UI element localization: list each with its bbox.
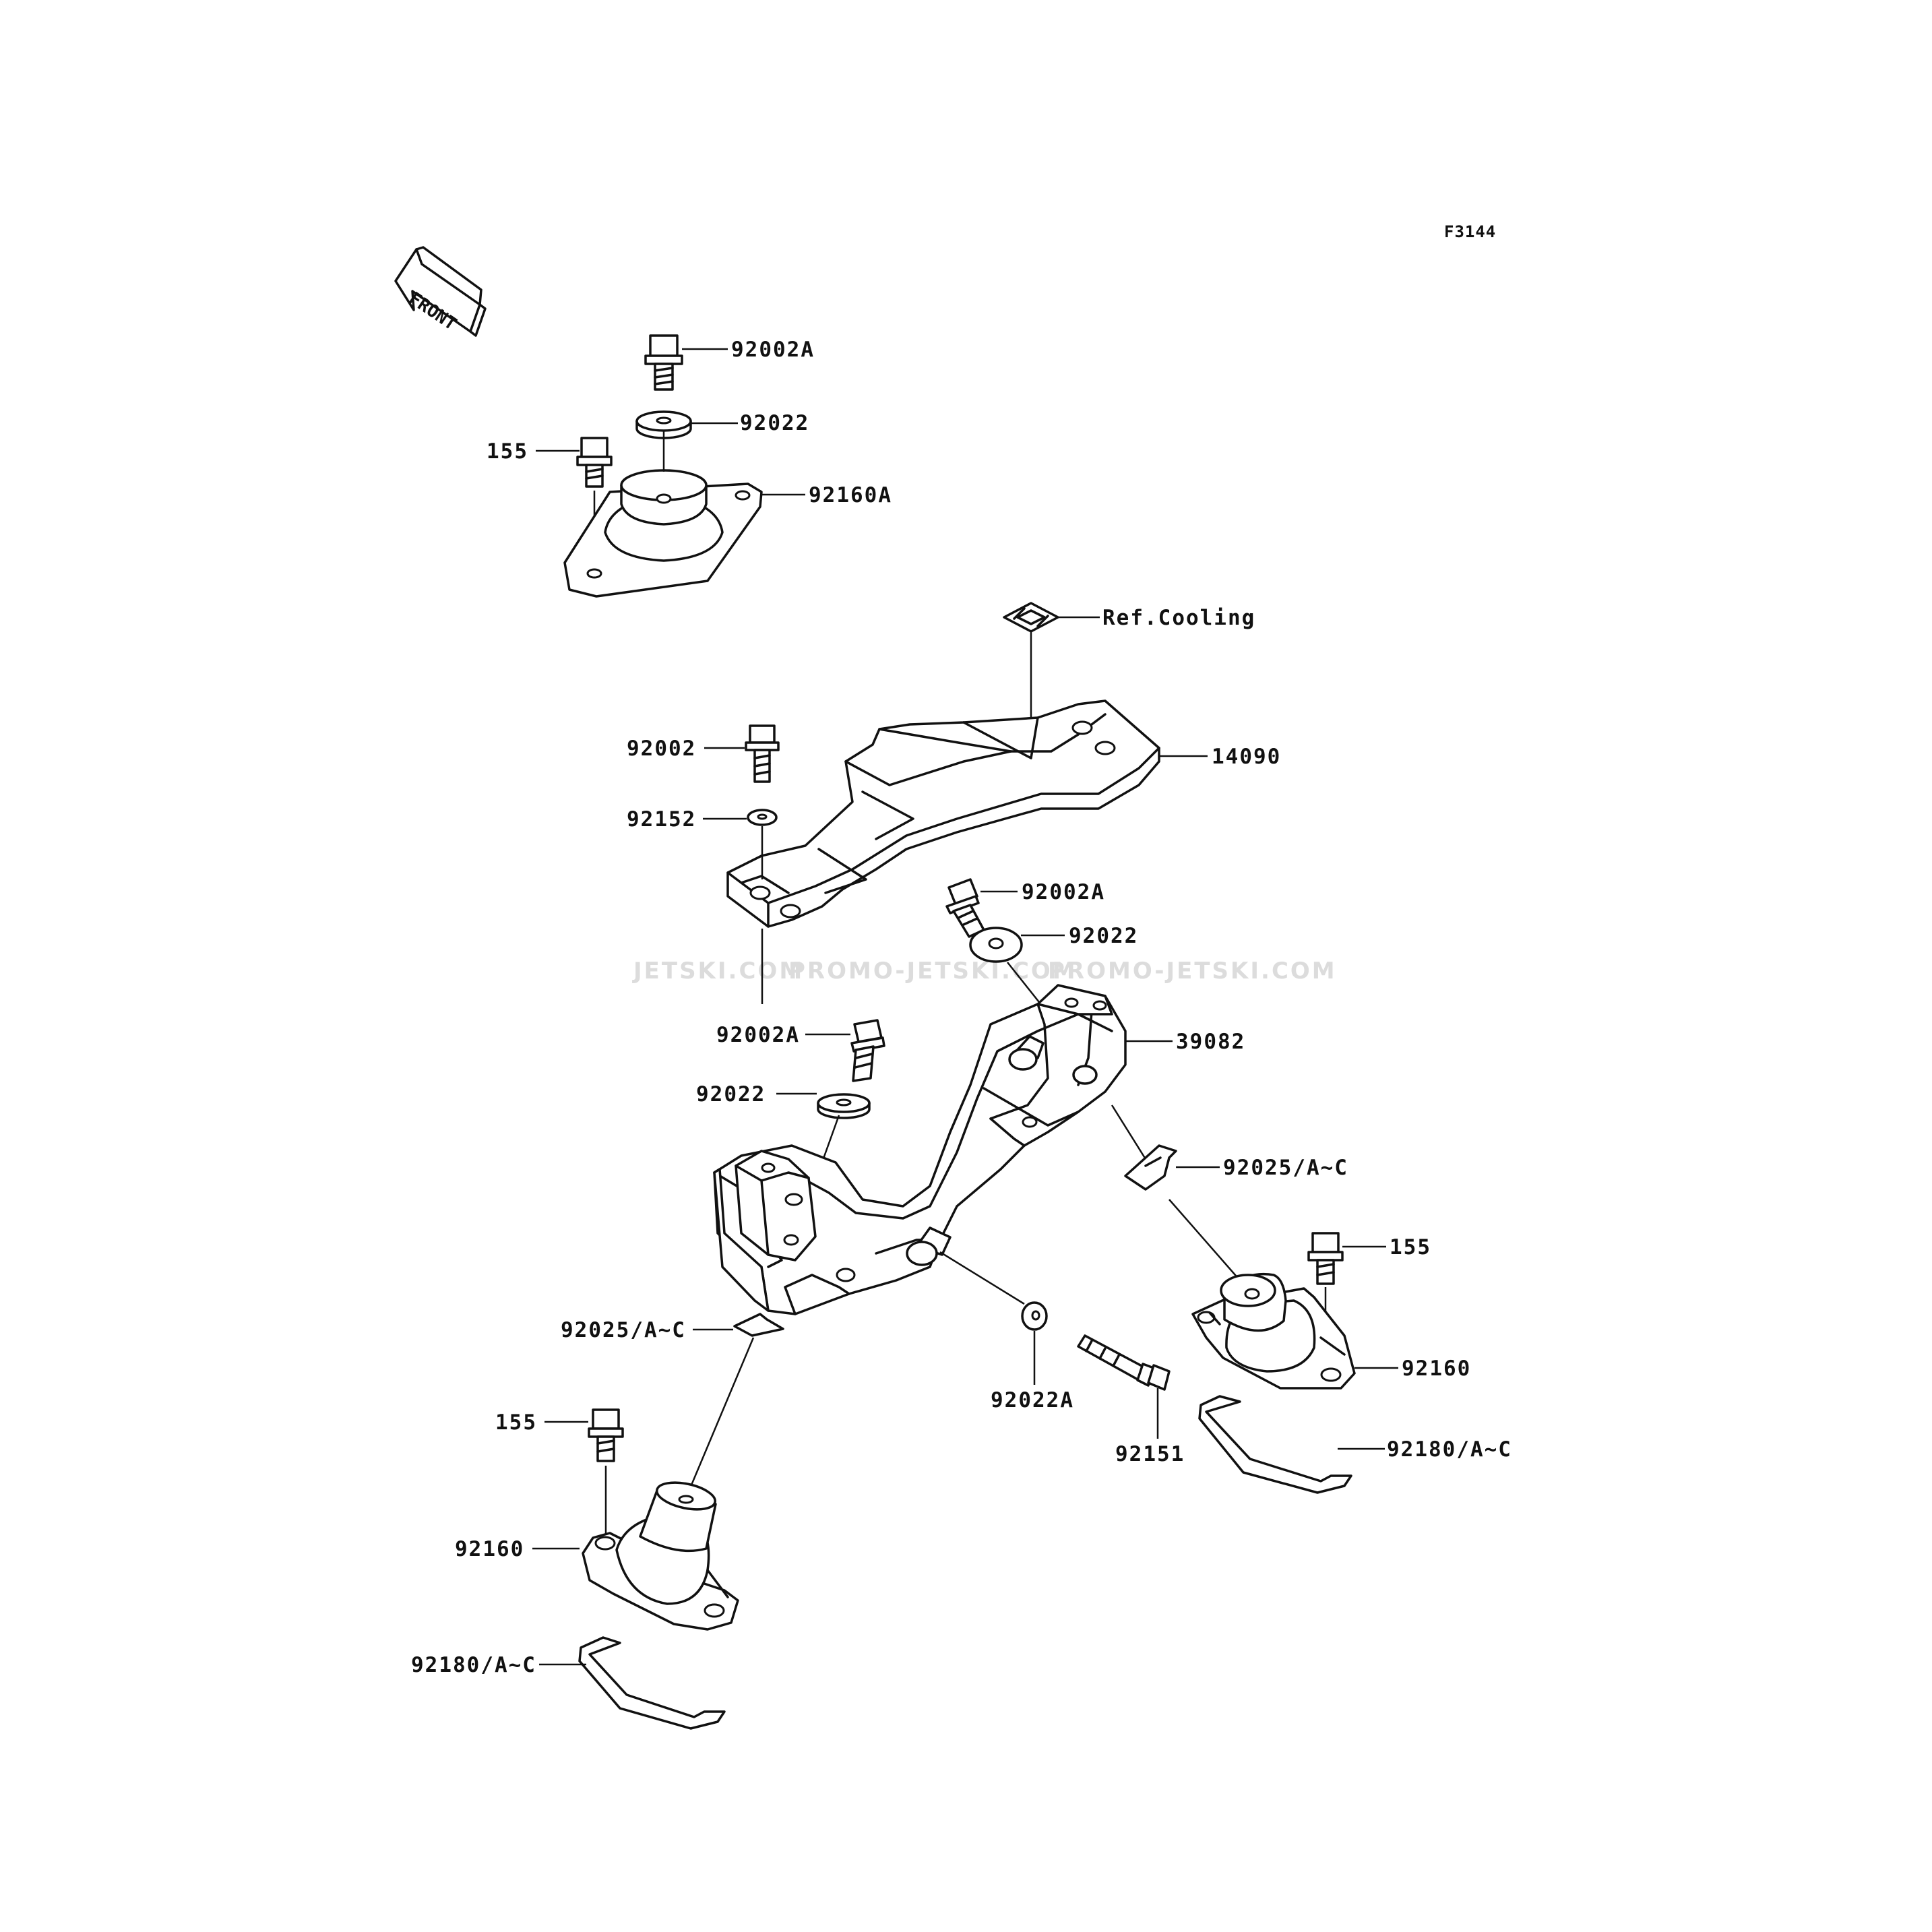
callout-92022-top: 92022 xyxy=(740,411,809,435)
callout-39082: 39082 xyxy=(1176,1030,1245,1054)
plate-92180-right xyxy=(1198,1395,1352,1494)
watermark-3: PROMO-JETSKI.COM xyxy=(1048,958,1337,985)
washer-92152 xyxy=(747,809,778,826)
callout-92022-mid-right: 92022 xyxy=(1069,924,1138,948)
callout-92022-mid-left: 92022 xyxy=(696,1082,766,1107)
bolt-92002a-top xyxy=(644,334,683,391)
washer-92022-mid-left xyxy=(817,1093,871,1119)
washer-92022a xyxy=(1021,1301,1048,1331)
bracket-39082 xyxy=(713,984,1127,1315)
shim-92025-left xyxy=(733,1313,784,1337)
callout-155-top: 155 xyxy=(487,439,528,464)
callout-92160-right: 92160 xyxy=(1402,1357,1471,1381)
bolt-155-left xyxy=(588,1408,624,1462)
callout-ref-cooling: Ref.Cooling xyxy=(1102,606,1255,630)
callout-92025-left: 92025/A~C xyxy=(561,1318,686,1342)
bolt-92002a-mid-right xyxy=(945,878,985,938)
watermark-1: JETSKI.COM xyxy=(632,958,804,985)
front-arrow-icon: FRONT xyxy=(394,246,487,337)
bolt-92002 xyxy=(745,724,780,783)
shim-92025-right xyxy=(1124,1144,1177,1191)
callout-92002a-mid-right: 92002A xyxy=(1022,880,1105,904)
callout-92002a-top: 92002A xyxy=(731,338,815,362)
washer-92022-mid-right xyxy=(969,927,1023,963)
bolt-92002a-mid-left xyxy=(850,1019,885,1082)
callout-92002a-mid-left: 92002A xyxy=(716,1023,800,1047)
callout-92022a: 92022A xyxy=(991,1388,1074,1412)
watermark-2: PROMO-JETSKI.COM xyxy=(788,958,1078,985)
callout-92160-left: 92160 xyxy=(455,1537,524,1561)
bolt-155-top xyxy=(576,437,613,488)
bolt-155-right xyxy=(1307,1232,1344,1285)
callout-92025-right: 92025/A~C xyxy=(1223,1156,1348,1180)
ref-cooling-clip-icon xyxy=(1003,602,1059,633)
callout-155-right: 155 xyxy=(1390,1235,1431,1259)
callout-92002: 92002 xyxy=(627,737,696,761)
plate-92180-left xyxy=(578,1636,726,1730)
engine-mount-92160-right xyxy=(1191,1272,1356,1390)
diagram-code: F3144 xyxy=(1444,222,1496,241)
engine-mount-92160-left xyxy=(582,1481,739,1631)
callout-92152: 92152 xyxy=(627,807,696,832)
bolt-92151 xyxy=(1077,1334,1171,1391)
callout-92180-right: 92180/A~C xyxy=(1387,1437,1512,1462)
callout-14090: 14090 xyxy=(1212,745,1281,769)
callout-92160a: 92160A xyxy=(809,483,892,507)
washer-92022-top xyxy=(635,410,692,439)
callout-155-left: 155 xyxy=(495,1410,537,1435)
engine-mount-92160a-top xyxy=(563,469,763,598)
bracket-14090 xyxy=(726,699,1160,928)
callout-92151: 92151 xyxy=(1115,1442,1185,1466)
callout-92180-left: 92180/A~C xyxy=(411,1653,536,1677)
